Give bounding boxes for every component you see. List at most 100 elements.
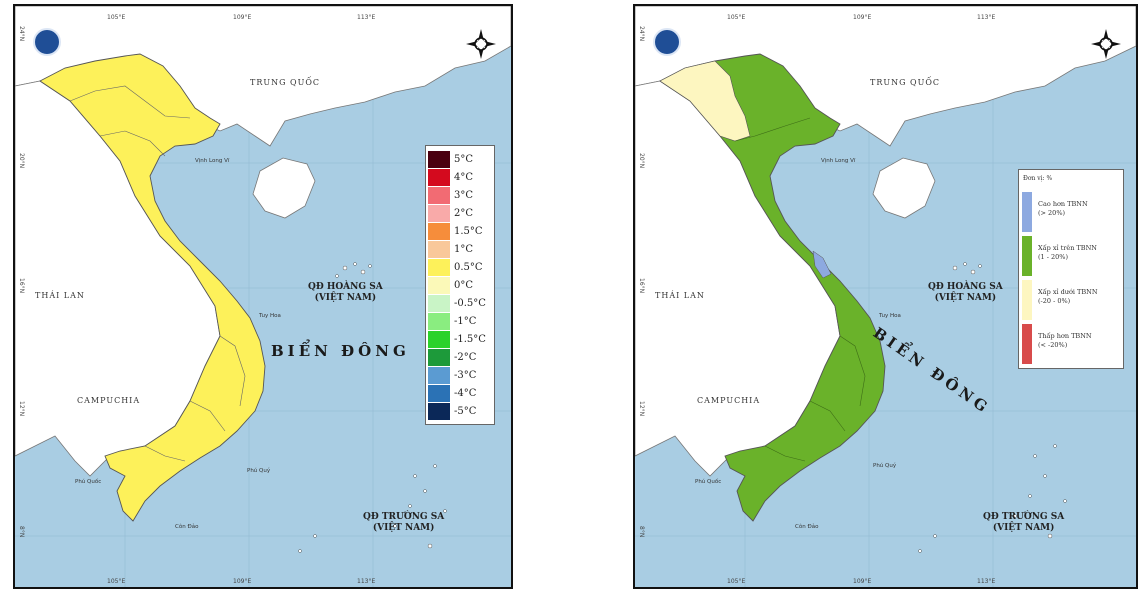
label-truong-sa: QĐ TRƯỜNG SA (VIỆT NAM): [363, 512, 445, 533]
temperature-legend-swatch: [428, 277, 450, 294]
temperature-legend-label: -0.5°C: [454, 298, 486, 309]
temperature-legend-swatch: [428, 403, 450, 420]
label-hoang-sa: QĐ HOÀNG SA (VIỆT NAM): [928, 282, 1003, 303]
hainan-island: [252, 157, 316, 219]
lat-label: 16°N: [638, 278, 645, 294]
label-cambodia: CAMPUCHIA: [697, 396, 761, 405]
logo-icon: [653, 28, 681, 56]
temperature-legend-label: -1°C: [454, 316, 477, 327]
vietnam-land: [39, 53, 266, 522]
label-city: Côn Đảo: [795, 524, 819, 530]
logo-icon: [33, 28, 61, 56]
temperature-legend-swatch: [428, 169, 450, 186]
temperature-legend-label: 1.5°C: [454, 226, 483, 237]
lon-label: 109°E: [853, 14, 872, 21]
right-map-svg: [635, 6, 1136, 587]
temperature-legend-swatch: [428, 313, 450, 330]
temperature-legend-swatch: [428, 151, 450, 168]
temperature-legend-label: 1°C: [454, 244, 474, 255]
temperature-legend-item: -3°C: [426, 367, 496, 384]
label-city: Phú Quý: [247, 468, 271, 474]
temperature-legend-item: 0.5°C: [426, 259, 496, 276]
label-gulf: Vịnh Long Vĩ: [195, 158, 230, 164]
temperature-legend-swatch: [428, 385, 450, 402]
rainfall-legend-title: Đơn vị: %: [1023, 175, 1053, 182]
region-boundaries: [69, 85, 246, 462]
rainfall-legend-item: Xấp xỉ dưới TBNN (-20 - 0%): [1019, 280, 1125, 320]
lat-label: 8°N: [18, 526, 25, 538]
label-thailand: THÁI LAN: [655, 291, 705, 300]
label-sea: BIỂN ĐÔNG: [271, 342, 410, 360]
lon-label: 105°E: [107, 14, 126, 21]
lat-label: 24°N: [638, 26, 645, 42]
label-china: TRUNG QUỐC: [250, 78, 321, 87]
temperature-anomaly-map: 105°E 109°E 113°E 105°E 109°E 113°E 24°N…: [13, 4, 513, 589]
temperature-legend-label: -3°C: [454, 370, 477, 381]
rainfall-legend-swatch: [1022, 280, 1032, 320]
temperature-legend-label: -4°C: [454, 388, 477, 399]
temperature-legend-label: 4°C: [454, 172, 474, 183]
label-thailand: THÁI LAN: [35, 291, 85, 300]
temperature-legend-swatch: [428, 295, 450, 312]
temperature-legend-swatch: [428, 223, 450, 240]
label-city: Côn Đảo: [175, 524, 199, 530]
temperature-legend-item: 0°C: [426, 277, 496, 294]
rainfall-legend-swatch: [1022, 192, 1032, 232]
rainfall-legend-swatch: [1022, 236, 1032, 276]
rainfall-legend: Đơn vị: % Cao hơn TBNN (> 20%)Xấp xỉ trê…: [1018, 169, 1124, 369]
rainfall-anomaly-map: 105°E 109°E 113°E 105°E 109°E 113°E 24°N…: [633, 4, 1138, 589]
temperature-legend: 5°C 4°C 3°C 2°C 1.5°C 1°C 0.5°C 0°C -0.5°C -1°C -1…: [425, 145, 495, 425]
lat-label: 24°N: [18, 26, 25, 42]
temperature-legend-label: 2°C: [454, 208, 474, 219]
temperature-legend-swatch: [428, 349, 450, 366]
lon-label: 105°E: [727, 14, 746, 21]
temperature-legend-label: 0.5°C: [454, 262, 483, 273]
lon-label: 109°E: [233, 14, 252, 21]
temperature-legend-swatch: [428, 259, 450, 276]
temperature-legend-item: 3°C: [426, 187, 496, 204]
temperature-legend-item: 1.5°C: [426, 223, 496, 240]
label-city: Phú Quốc: [75, 479, 102, 485]
temperature-legend-label: 5°C: [454, 154, 474, 165]
compass-icon: [1091, 29, 1121, 59]
lon-label: 113°E: [357, 578, 376, 585]
label-truong-sa: QĐ TRƯỜNG SA (VIỆT NAM): [983, 512, 1065, 533]
above-normal-region: [812, 250, 832, 279]
temperature-legend-label: -1.5°C: [454, 334, 486, 345]
temperature-legend-item: -1°C: [426, 313, 496, 330]
label-hoang-sa: QĐ HOÀNG SA (VIỆT NAM): [308, 282, 383, 303]
temperature-legend-item: -1.5°C: [426, 331, 496, 348]
label-cambodia: CAMPUCHIA: [77, 396, 141, 405]
temperature-legend-item: -4°C: [426, 385, 496, 402]
temperature-legend-item: 1°C: [426, 241, 496, 258]
rainfall-legend-item: Cao hơn TBNN (> 20%): [1019, 192, 1125, 232]
rainfall-legend-label: Cao hơn TBNN (> 20%): [1038, 200, 1088, 217]
temperature-legend-swatch: [428, 187, 450, 204]
lat-label: 8°N: [638, 526, 645, 538]
left-map-svg: [15, 6, 511, 587]
lat-label: 12°N: [18, 401, 25, 417]
temperature-legend-item: 4°C: [426, 169, 496, 186]
hainan-island: [872, 157, 936, 219]
label-city: Tuy Hoa: [259, 313, 281, 319]
temperature-legend-item: 2°C: [426, 205, 496, 222]
temperature-legend-label: -5°C: [454, 406, 477, 417]
label-gulf: Vịnh Long Vĩ: [821, 158, 856, 164]
temperature-legend-item: -5°C: [426, 403, 496, 420]
label-city: Tuy Hoa: [879, 313, 901, 319]
temperature-legend-swatch: [428, 205, 450, 222]
below-normal-region: [659, 60, 751, 142]
lat-label: 20°N: [638, 153, 645, 169]
rainfall-legend-swatch: [1022, 324, 1032, 364]
label-china: TRUNG QUỐC: [870, 78, 941, 87]
lat-label: 20°N: [18, 153, 25, 169]
rainfall-legend-label: Xấp xỉ dưới TBNN (-20 - 0%): [1038, 288, 1098, 305]
rainfall-legend-item: Thấp hơn TBNN (< -20%): [1019, 324, 1125, 364]
temperature-legend-label: -2°C: [454, 352, 477, 363]
lon-label: 113°E: [977, 14, 996, 21]
lon-label: 109°E: [853, 578, 872, 585]
region-boundaries: [734, 117, 866, 462]
lon-label: 105°E: [727, 578, 746, 585]
lon-label: 105°E: [107, 578, 126, 585]
temperature-legend-swatch: [428, 331, 450, 348]
